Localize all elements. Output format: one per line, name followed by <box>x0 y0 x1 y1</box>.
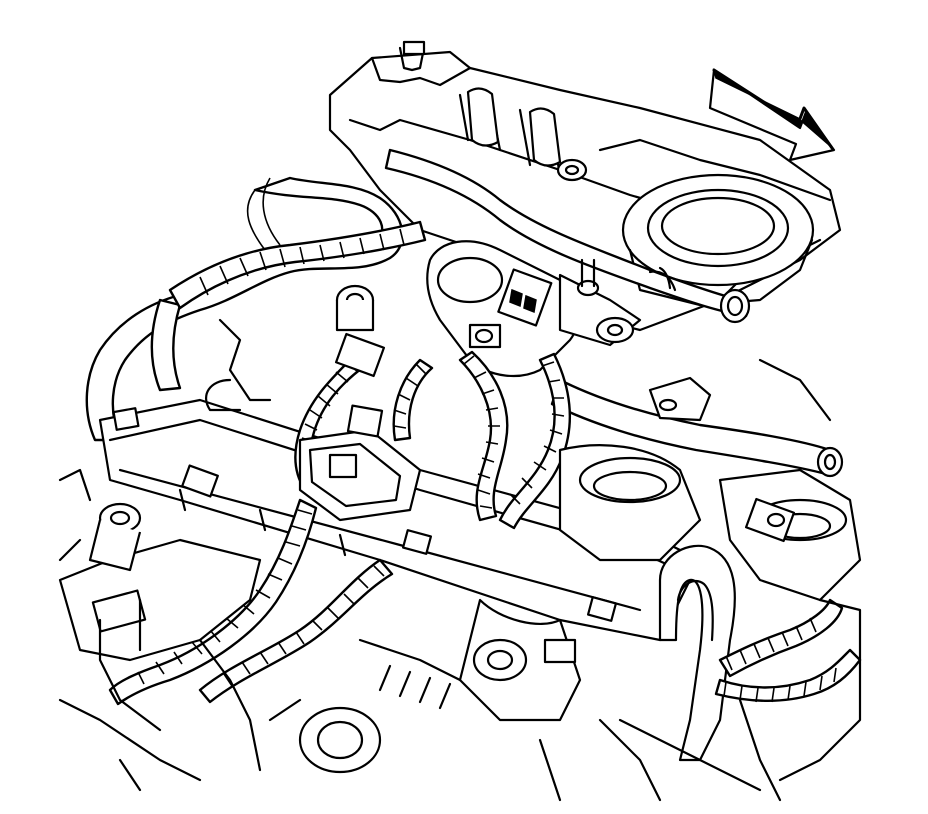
wiring-harness-upper <box>168 220 427 310</box>
fuel-crossover-pipe <box>550 376 844 478</box>
lifting-bracket <box>618 544 782 802</box>
intake-manifold <box>328 40 842 332</box>
cylinder-head <box>358 444 862 722</box>
injector-harness <box>294 284 572 530</box>
lower-left-components <box>58 502 382 792</box>
pressure-sensor-cluster <box>426 240 642 377</box>
direction-arrow-icon <box>708 68 836 162</box>
wiring-harness-lower <box>108 498 394 706</box>
engine-details <box>58 316 832 802</box>
breather-hose <box>384 148 751 324</box>
wiring-harness-right <box>714 598 862 782</box>
